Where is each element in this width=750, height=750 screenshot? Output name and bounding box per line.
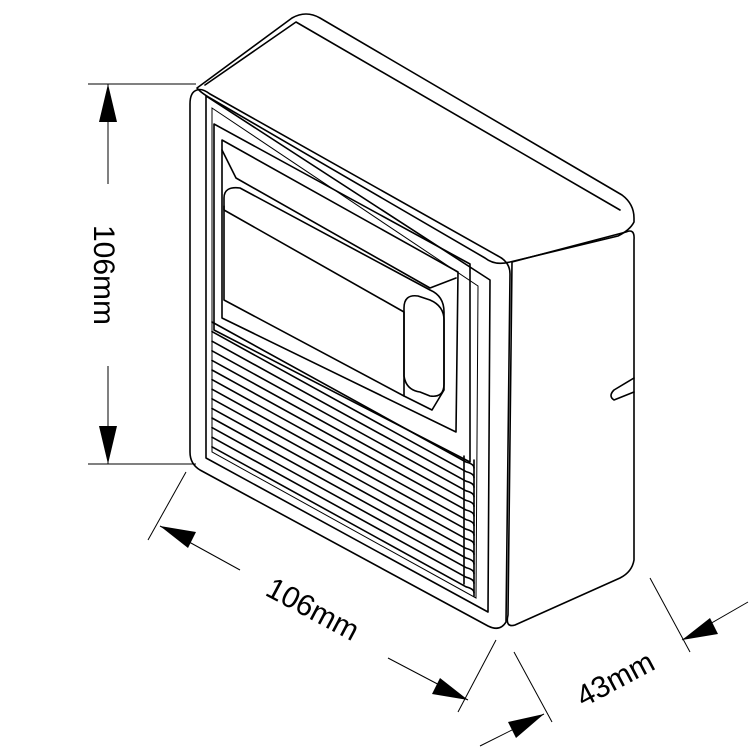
width-arrow-right	[432, 678, 468, 700]
grille-slat	[211, 417, 475, 565]
sounder-grille	[211, 321, 475, 597]
enclosure-side-face	[506, 230, 635, 627]
grille-slat	[211, 388, 475, 536]
lens-housing	[213, 123, 471, 463]
lens-recess	[221, 139, 459, 433]
grille-slat	[211, 436, 475, 584]
lens-top-bevel	[221, 149, 457, 289]
width-extension-left	[147, 471, 187, 541]
lens-side-block	[403, 294, 445, 411]
enclosure-top-face	[196, 13, 635, 265]
grille-slat	[211, 426, 475, 575]
width-extension-right	[457, 639, 497, 713]
enclosure	[189, 13, 635, 630]
height-arrow-bottom	[99, 426, 117, 464]
front-frame-bevel	[205, 95, 491, 613]
side-notch	[610, 377, 635, 401]
width-arrow-left	[160, 526, 196, 548]
grille-slat	[211, 350, 475, 498]
depth-dimension-label: 43mm	[571, 645, 660, 713]
grille-slat	[211, 321, 475, 469]
width-dimension-label: 106mm	[261, 572, 365, 648]
depth-arrow-right	[682, 618, 718, 640]
lens-assembly	[213, 123, 471, 463]
lens-window-inner	[223, 205, 405, 397]
enclosure-top-edge	[204, 21, 621, 211]
depth-arrow-left	[508, 714, 544, 738]
height-dimension: 106mm	[87, 83, 196, 465]
grille-slat	[211, 359, 475, 508]
lens-window	[223, 186, 445, 398]
front-frame-bevel-inner	[211, 107, 479, 599]
height-arrow-top	[99, 84, 117, 122]
depth-dimension: 43mm	[479, 577, 749, 747]
grille-slat	[211, 378, 475, 527]
grille-slat	[211, 398, 475, 546]
depth-extension-left	[513, 651, 553, 723]
depth-extension-right	[649, 577, 691, 653]
height-dimension-label: 106mm	[87, 225, 120, 325]
grille-slat	[211, 446, 475, 594]
enclosure-front-face	[189, 88, 511, 630]
grille-right-edge	[463, 455, 475, 597]
